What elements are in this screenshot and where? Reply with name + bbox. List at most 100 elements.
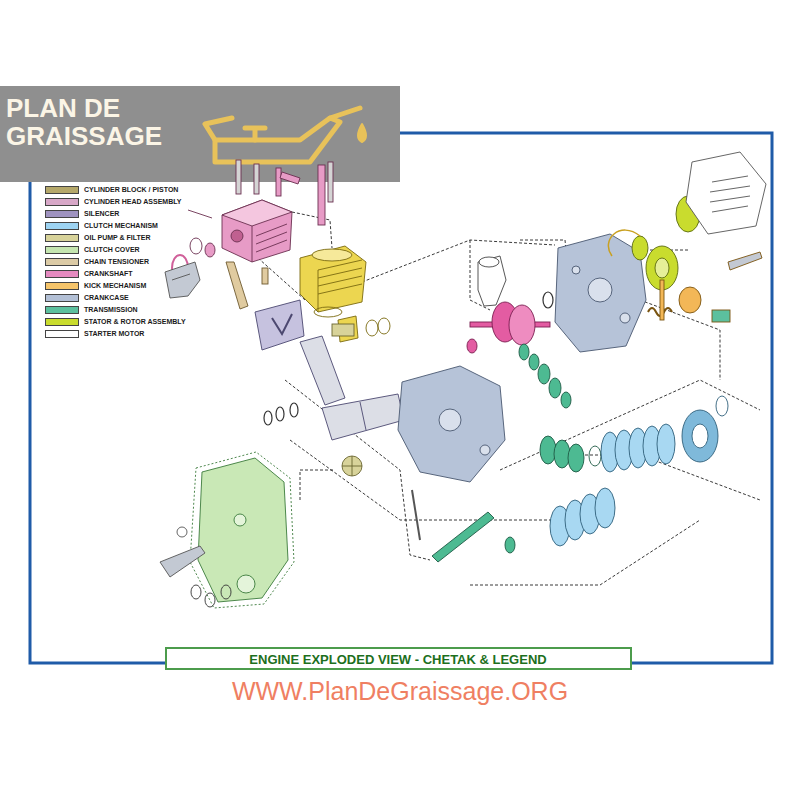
legend-swatch [45, 282, 79, 290]
legend-label: STARTER MOTOR [84, 328, 144, 340]
mounting-bracket-part [165, 262, 200, 298]
crankcase-part [439, 409, 461, 431]
clutch-cover-part [190, 452, 294, 608]
cylinder-block [300, 246, 390, 342]
cylinder-head-part [318, 165, 325, 225]
legend-swatch [45, 246, 79, 254]
fan-cover-part [710, 176, 750, 212]
starter-motor-part [479, 257, 499, 267]
stator-rotor-part [655, 258, 669, 278]
oil-can-logo-part [215, 118, 340, 162]
oil-pump-part [342, 456, 362, 476]
small-rings-part [543, 292, 553, 308]
clutch-cover-part [177, 527, 187, 537]
transmission-part [538, 364, 550, 384]
legend-label: CLUTCH MECHANISM [84, 220, 158, 232]
legend-label: CLUTCH COVER [84, 244, 140, 256]
clutch-cover-part [237, 575, 255, 593]
legend-swatch [45, 294, 79, 302]
stator-rotor-part [608, 230, 640, 256]
legend-label: CRANKSHAFT [84, 268, 133, 280]
kick-mechanism-part [728, 252, 762, 270]
oil-can-logo-part [245, 128, 265, 140]
cylinder-head-part [280, 172, 300, 184]
legend-label: STATOR & ROTOR ASSEMBLY [84, 316, 186, 328]
crankshaft-part [467, 339, 477, 353]
assembly-leader-part [300, 470, 335, 500]
border-frame [30, 133, 772, 663]
cylinder-head-part [188, 210, 212, 218]
transmission-part [505, 537, 515, 553]
website-url: WWW.PlanDeGraissage.ORG [232, 676, 568, 706]
crankcase [398, 234, 646, 482]
clutch-mechanism [550, 396, 728, 546]
assembly-leader-part [640, 300, 720, 380]
watermark-panel-part [0, 86, 400, 182]
cylinder-head-part [205, 243, 215, 257]
small-rings-part [264, 411, 272, 425]
transmission [432, 344, 601, 562]
transmission-part [519, 344, 529, 360]
cylinder-block-part [312, 249, 352, 261]
cylinder-block-part [314, 307, 342, 317]
legend-label: KICK MECHANISM [84, 280, 146, 292]
cylinder-head [188, 160, 333, 262]
legend-swatch [45, 306, 79, 314]
clutch-mechanism-part [657, 424, 675, 464]
legend-label: CYLINDER HEAD ASSEMBLY [84, 196, 182, 208]
transmission-part [529, 354, 539, 370]
silencer [255, 300, 404, 440]
silencer-part [360, 402, 366, 430]
starter-motor [478, 256, 506, 306]
chain-tensioner-part [226, 262, 248, 309]
title-banner: ENGINE EXPLODED VIEW - CHETAK & LEGEND [165, 647, 632, 670]
crankshaft-part [509, 305, 535, 345]
assembly-leader-part [292, 212, 332, 248]
silencer-part [272, 314, 292, 334]
chain-tensioner-part [262, 268, 268, 284]
cylinder-head-part [276, 168, 281, 196]
clutch-cover [160, 452, 294, 608]
transmission-part [568, 444, 584, 472]
watermark-panel [0, 86, 400, 182]
transmission-part [589, 446, 601, 466]
transmission-part [432, 512, 494, 562]
crankcase-part [620, 313, 630, 323]
oil-can-logo-part [330, 108, 360, 118]
cylinder-head-part [222, 200, 292, 262]
cylinder-head-part [254, 164, 259, 194]
silencer-part [322, 394, 404, 440]
clutch-cover-part [234, 514, 246, 526]
clutch-mechanism-part [595, 488, 615, 528]
fan-cover [686, 152, 766, 234]
kick-mechanism-part [679, 287, 701, 313]
assembly-leader-part [362, 240, 555, 282]
cylinder-head-part [231, 230, 243, 242]
cylinder-block-part [378, 318, 390, 334]
clutch-mechanism-part [716, 396, 728, 416]
clutch-mechanism-part [682, 410, 718, 462]
cylinder-block-part [318, 260, 362, 294]
cylinder-block-part [366, 320, 378, 336]
clutch-cover-part [160, 546, 205, 577]
legend-swatch [45, 330, 79, 338]
border-frame-part [30, 133, 772, 663]
small-rings-part [276, 407, 284, 421]
fan-cover-part [686, 152, 766, 234]
legend-label: CYLINDER BLOCK / PISTON [84, 184, 178, 196]
clutch-cover-part [198, 458, 288, 602]
legend-swatch [45, 318, 79, 326]
starter-motor-part [478, 256, 506, 306]
oil-pump-part [332, 324, 354, 336]
transmission-part [554, 440, 570, 468]
legend-swatch [45, 186, 79, 194]
kick-mechanism-part [712, 310, 730, 322]
oil-can-logo [205, 108, 366, 162]
cylinder-head-part [252, 226, 253, 262]
silencer-part [255, 300, 304, 350]
stator-rotor-part [632, 236, 648, 260]
oil-can-logo-part [205, 118, 232, 140]
cylinder-head-part [328, 162, 333, 202]
assembly-leader-part [500, 380, 760, 470]
